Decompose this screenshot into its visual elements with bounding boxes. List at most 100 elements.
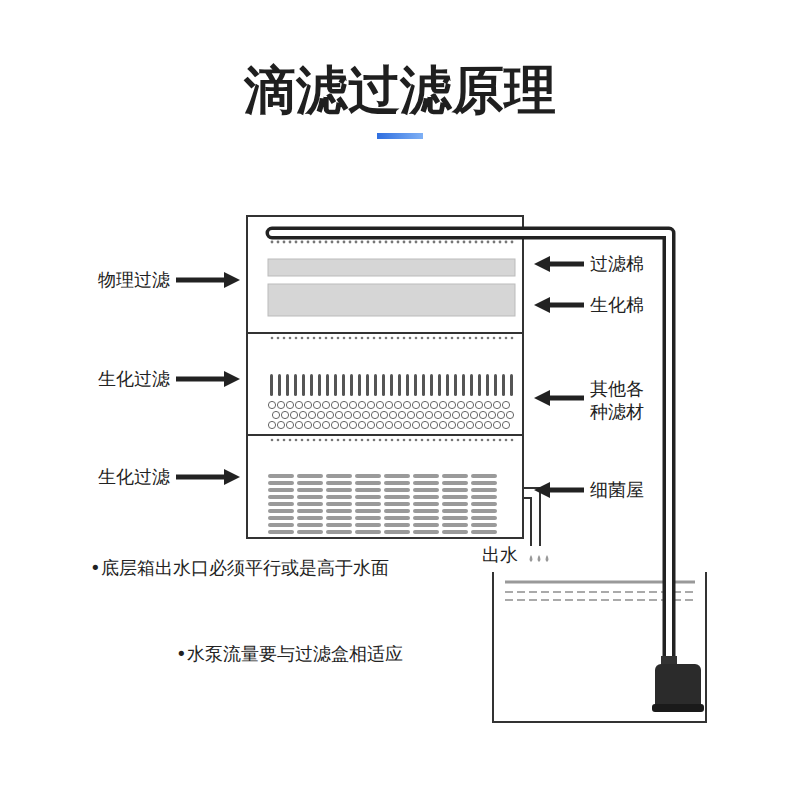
drip-hole — [367, 241, 370, 244]
drip-hole — [271, 241, 274, 244]
media-ring — [421, 421, 428, 428]
bacteria-tube — [326, 516, 352, 520]
media-ring — [506, 411, 513, 418]
bacteria-tube — [355, 495, 381, 499]
arrow-shaft — [546, 396, 584, 401]
drip-hole — [355, 439, 358, 442]
drip-hole — [487, 241, 490, 244]
media-rod — [446, 374, 449, 396]
title-underline — [377, 133, 423, 139]
media-rod — [350, 374, 353, 396]
drip-hole — [403, 439, 406, 442]
drip-hole — [445, 439, 448, 442]
bacteria-tube — [413, 488, 439, 492]
media-rod — [454, 374, 457, 396]
arrow-head — [224, 272, 240, 288]
tier-divider — [247, 332, 523, 334]
media-rod — [422, 374, 425, 396]
media-rod — [310, 374, 313, 396]
drip-hole — [511, 439, 514, 442]
drip-hole — [307, 439, 310, 442]
media-ring — [403, 401, 410, 408]
media-rod — [302, 374, 305, 396]
bacteria-tube — [355, 474, 381, 478]
water-pump — [655, 664, 701, 710]
drip-hole — [427, 241, 430, 244]
bio-cotton — [268, 284, 515, 316]
media-ring — [367, 401, 374, 408]
pump-base — [652, 704, 704, 712]
drip-hole — [385, 439, 388, 442]
media-ring — [286, 401, 293, 408]
media-rod — [374, 374, 377, 396]
bacteria-tube — [268, 495, 294, 499]
media-ring — [362, 411, 369, 418]
drip-hole — [463, 241, 466, 244]
drip-hole — [313, 241, 316, 244]
drip-hole — [277, 241, 280, 244]
media-ring — [448, 401, 455, 408]
media-ring — [295, 421, 302, 428]
media-ring — [425, 411, 432, 418]
media-ring — [457, 401, 464, 408]
media-ring — [371, 411, 378, 418]
bacteria-tube — [471, 516, 497, 520]
bacteria-tube — [471, 523, 497, 527]
bacteria-tube — [268, 523, 294, 527]
bacteria-tube — [297, 474, 323, 478]
drip-hole — [433, 337, 436, 340]
bacteria-tube — [471, 502, 497, 506]
bacteria-tube — [326, 509, 352, 513]
bacteria-tube — [471, 509, 497, 513]
media-ring — [299, 411, 306, 418]
media-ring — [277, 401, 284, 408]
drip-hole — [415, 337, 418, 340]
drip-hole — [511, 241, 514, 244]
media-ring — [412, 421, 419, 428]
drip-hole — [403, 241, 406, 244]
part-label: 其他各 种滤材 — [590, 378, 649, 423]
note-text: •水泵流量要与过滤盒相适应 — [176, 643, 403, 665]
part-label: 生化棉 — [590, 294, 644, 316]
bacteria-tube — [326, 481, 352, 485]
drip-hole — [481, 439, 484, 442]
media-ring — [493, 421, 500, 428]
drip-hole — [367, 439, 370, 442]
bacteria-tube — [413, 509, 439, 513]
drip-hole — [469, 241, 472, 244]
arrow-shaft — [176, 377, 228, 382]
media-ring — [475, 421, 482, 428]
bacteria-tube — [384, 523, 410, 527]
media-ring — [349, 421, 356, 428]
media-ring — [461, 411, 468, 418]
media-ring — [322, 421, 329, 428]
stage-label: 生化过滤 — [98, 368, 170, 390]
media-ring — [439, 401, 446, 408]
drip-hole — [427, 439, 430, 442]
media-ring — [488, 411, 495, 418]
drip-hole — [439, 337, 442, 340]
arrow-head — [534, 482, 550, 498]
drip-hole — [475, 439, 478, 442]
bacteria-tube — [384, 474, 410, 478]
part-label: 过滤棉 — [590, 253, 644, 275]
media-ring — [398, 411, 405, 418]
pointer-arrow — [176, 371, 240, 387]
drip-hole — [475, 337, 478, 340]
media-ring — [313, 401, 320, 408]
drip-hole — [307, 241, 310, 244]
media-ring — [308, 411, 315, 418]
drip-hole — [301, 241, 304, 244]
media-ring — [268, 401, 275, 408]
drip-hole — [481, 337, 484, 340]
drip-hole — [379, 337, 382, 340]
bacteria-tube — [297, 516, 323, 520]
media-ring — [286, 421, 293, 428]
bacteria-tube — [413, 474, 439, 478]
bacteria-tube — [355, 530, 381, 534]
media-ring — [416, 411, 423, 418]
bacteria-tube — [326, 474, 352, 478]
drip-hole — [373, 337, 376, 340]
bacteria-tube — [384, 509, 410, 513]
bacteria-tube — [326, 530, 352, 534]
